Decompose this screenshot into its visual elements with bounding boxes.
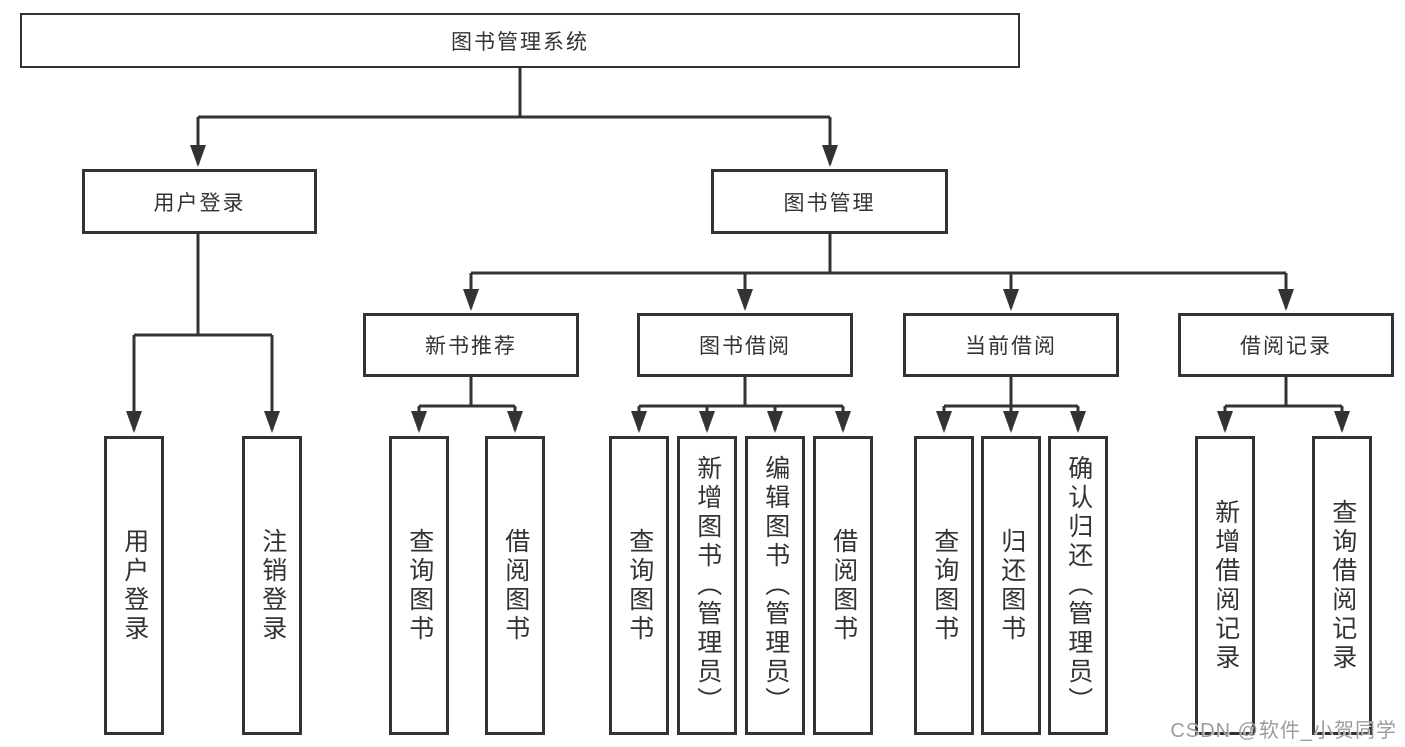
leaf-current-confirm-return-admin: 确认归还（管理员） xyxy=(1048,436,1108,735)
node-current-borrowing: 当前借阅 xyxy=(903,313,1119,377)
node-user-login: 用户登录 xyxy=(82,169,317,234)
node-book-borrowing: 图书借阅 xyxy=(637,313,853,377)
leaf-borrow-edit-book-admin: 编辑图书（管理员） xyxy=(745,436,805,735)
node-new-book-recommendation: 新书推荐 xyxy=(363,313,579,377)
node-borrowing-records: 借阅记录 xyxy=(1178,313,1394,377)
leaf-current-query-book: 查询图书 xyxy=(914,436,974,735)
leaf-recommend-query-book: 查询图书 xyxy=(389,436,449,735)
leaf-logout: 注销登录 xyxy=(242,436,302,735)
csdn-watermark: CSDN @软件_小贺同学 xyxy=(1170,720,1397,742)
leaf-current-return-book: 归还图书 xyxy=(981,436,1041,735)
leaf-recommend-borrow-book: 借阅图书 xyxy=(485,436,545,735)
leaf-record-query-borrow-record: 查询借阅记录 xyxy=(1312,436,1372,735)
leaf-borrow-add-book-admin: 新增图书（管理员） xyxy=(677,436,737,735)
leaf-borrow-query-book: 查询图书 xyxy=(609,436,669,735)
node-root-library-management-system: 图书管理系统 xyxy=(20,13,1020,68)
leaf-user-login: 用户登录 xyxy=(104,436,164,735)
node-book-management: 图书管理 xyxy=(711,169,948,234)
leaf-record-add-borrow-record: 新增借阅记录 xyxy=(1195,436,1255,735)
leaf-borrow-borrow-book: 借阅图书 xyxy=(813,436,873,735)
